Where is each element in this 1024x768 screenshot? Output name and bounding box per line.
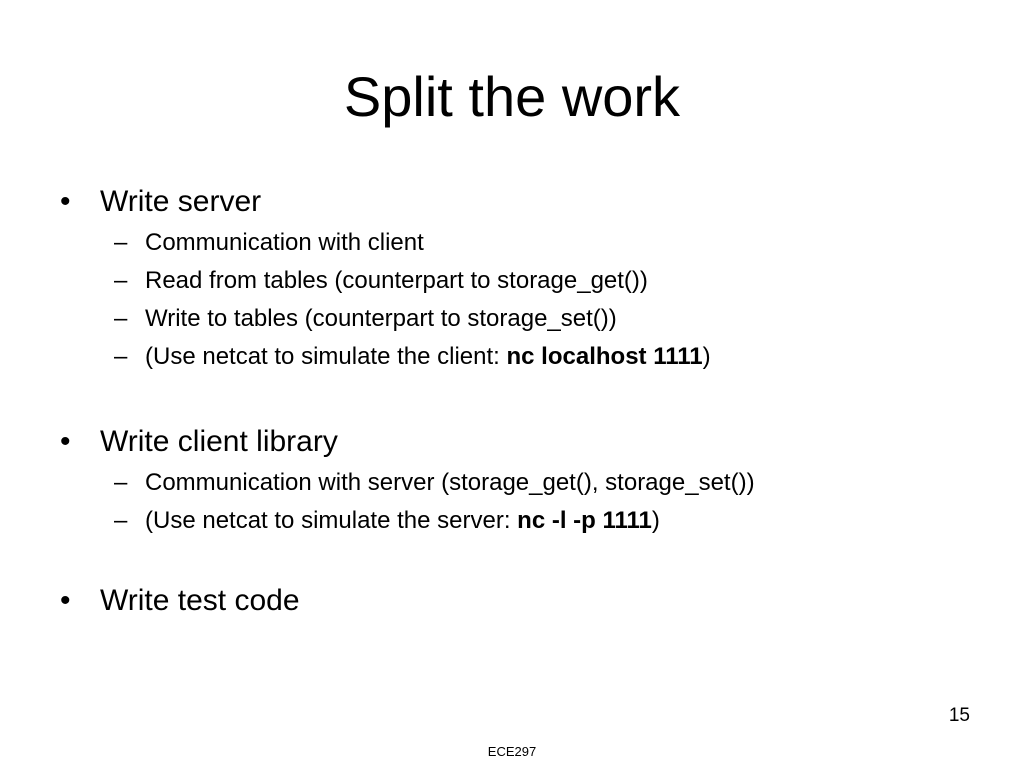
- sub-bullet-text-prefix: (Use netcat to simulate the server:: [145, 507, 518, 534]
- bullet-dot-icon: •: [60, 185, 71, 218]
- sub-bullet-text-prefix: (Use netcat to simulate the client:: [145, 343, 507, 370]
- sub-bullet-text: Communication with client: [145, 229, 424, 256]
- footer-text: ECE297: [487, 744, 537, 759]
- bullet-dot-icon: •: [60, 584, 71, 617]
- page-number: 15: [948, 705, 970, 726]
- dash-icon: –: [114, 343, 128, 370]
- bullet-text: Write server: [100, 185, 262, 218]
- sub-bullet-text-suffix: ): [702, 343, 711, 370]
- sub-bullet-text: Write to tables (counterpart to storage_…: [145, 305, 617, 332]
- sub-bullet-text: (Use netcat to simulate the server: nc -…: [145, 506, 660, 536]
- dash-icon: –: [114, 305, 128, 332]
- bullet-text: Write client library: [100, 425, 338, 458]
- dash-icon: –: [114, 267, 128, 294]
- dash-icon: –: [114, 469, 128, 496]
- slide-title: Split the work: [343, 65, 681, 128]
- sub-bullet-text: Read from tables (counterpart to storage…: [145, 267, 648, 294]
- bullet-dot-icon: •: [60, 425, 71, 458]
- sub-bullet-text-suffix: ): [651, 507, 660, 534]
- dash-icon: –: [114, 229, 128, 256]
- command-text: nc -l -p 1111: [517, 507, 652, 534]
- bullet-text: Write test code: [100, 584, 300, 617]
- dash-icon: –: [114, 507, 128, 534]
- sub-bullet-text: Communication with server (storage_get()…: [145, 469, 755, 496]
- sub-bullet-text: (Use netcat to simulate the client: nc l…: [145, 342, 711, 372]
- command-text: nc localhost 1111: [506, 343, 703, 370]
